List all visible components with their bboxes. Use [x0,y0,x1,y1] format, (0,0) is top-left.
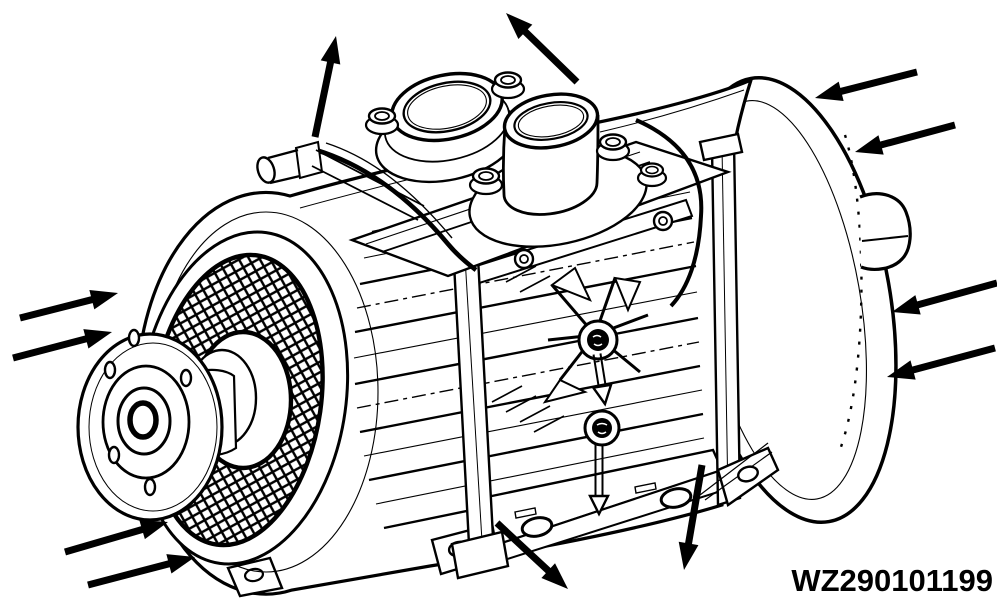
airflow-in-front-lower-2 [87,554,195,589]
airflow-internal-lower [588,444,610,517]
upper-hub [577,319,619,361]
airflow-out-bottom-2 [678,464,706,570]
airflow-arrows [12,13,997,589]
airflow-in-front-lower-1 [64,519,168,556]
rear-bracket [699,442,780,507]
airflow-in-rear-upper-2 [855,121,956,155]
airflow-internal-upper [591,353,613,407]
flange-bolt-holes [103,328,193,497]
bolt-fittings [364,71,668,196]
rear-clamp-strap [698,132,780,507]
internal-airflow-arrows [588,353,613,517]
figure-code-label: WZ290101199 [791,563,993,598]
mounting-flange [76,328,238,522]
hose-band [315,118,704,308]
airflow-in-rear-mid-2 [887,344,996,380]
airflow-out-top-2 [506,13,580,85]
output-shaft-stub [859,192,912,271]
airflow-out-bottom-1 [494,520,568,589]
impeller [542,266,649,447]
inlet-stub-pipe [256,140,425,221]
lower-hub [583,409,621,447]
airflow-in-rear-upper-1 [815,68,918,102]
airflow-in-rear-mid-1 [892,279,997,315]
airflow-in-front-upper-2 [12,329,112,362]
airflow-in-front-upper-1 [19,289,118,322]
intake-port-right [468,92,648,248]
airflow-out-top-1 [311,36,341,138]
